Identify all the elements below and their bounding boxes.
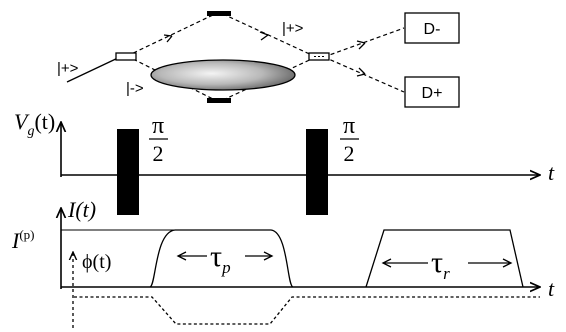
gate-x-axis-label: t: [548, 160, 555, 185]
gate-pulse-1: [117, 129, 139, 215]
input-beam-splitter: [115, 52, 137, 61]
detector-minus-label: D-: [424, 21, 441, 38]
gate-voltage-panel: Vg(t) π 2 π 2 t: [14, 109, 555, 215]
tau-p-label: τp: [210, 240, 231, 277]
pulse-1-denominator: 2: [153, 141, 164, 166]
phase-element-lens: [150, 59, 296, 91]
tau-r-arrow-right: [502, 258, 513, 268]
current-level-label: I(p): [11, 227, 35, 253]
gate-y-axis-label: Vg(t): [14, 109, 55, 139]
tau-r-label: τr: [431, 246, 450, 283]
upper-mirror: [207, 11, 231, 16]
tau-p-arrow-left: [176, 251, 187, 261]
phase-axis-label: ϕ(t): [82, 251, 111, 273]
path-arrow-6: [356, 67, 366, 77]
upper-arm-path-a: [126, 13, 216, 57]
tau-r-arrow-left: [381, 258, 392, 268]
pulse-1-numerator: π: [152, 113, 164, 139]
input-beam: [66, 56, 121, 83]
state-plus-input-label: |+>: [57, 60, 79, 77]
detector-plus-label: D+: [422, 85, 443, 102]
current-y-axis-label: I(t): [67, 197, 96, 222]
pulse-2-denominator: 2: [344, 141, 355, 166]
current-x-axis-label: t: [548, 276, 555, 301]
path-arrow-1: [163, 34, 173, 43]
upper-arm-path-b: [222, 13, 317, 58]
interferometer-schematic: |+> |+> |-> D- D+: [57, 11, 460, 108]
lower-mirror: [207, 98, 231, 103]
detector-minus-box: D-: [404, 12, 460, 44]
state-plus-upper-label: |+>: [282, 20, 304, 37]
current-panel: I(t) I(p) ϕ(t) τp τr t: [11, 197, 555, 328]
detector-plus-box: D+: [404, 76, 460, 108]
phase-trace: [74, 296, 540, 325]
path-arrow-5: [356, 40, 366, 50]
tau-p-arrow-right: [263, 251, 274, 261]
state-minus-lower-label: |->: [126, 80, 144, 97]
probe-current-pulse: [149, 229, 294, 288]
pulse-2-numerator: π: [343, 113, 355, 139]
gate-pulse-2: [306, 129, 328, 215]
readout-current-pulse: [365, 229, 524, 288]
path-arrow-2: [259, 31, 269, 41]
